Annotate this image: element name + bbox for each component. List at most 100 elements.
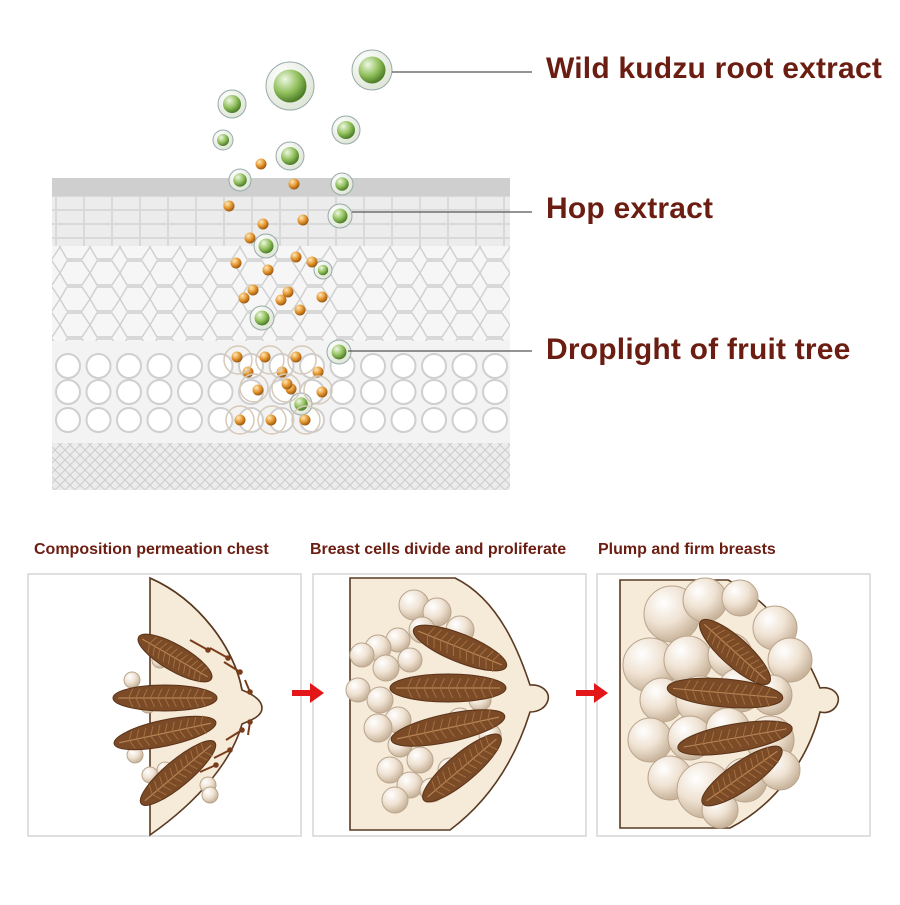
- droplet-bubble: [303, 375, 333, 405]
- mesh-tissue-layer: [52, 443, 510, 490]
- inflow-arrow: [209, 647, 229, 659]
- leaf-core: [294, 397, 308, 411]
- leaf-core: [337, 121, 355, 139]
- gland-lobe: [112, 684, 218, 712]
- inflow-arrowhead: [225, 655, 231, 661]
- droplet: [294, 304, 306, 316]
- cell-ring: [85, 379, 112, 405]
- fat-cell: [767, 637, 813, 683]
- gland-lobe: [666, 677, 784, 709]
- cell-ring: [55, 379, 81, 405]
- droplet: [299, 414, 311, 426]
- gland-lobe: [699, 619, 771, 685]
- cell-ring: [116, 379, 142, 405]
- panel-2-illustration: [345, 577, 550, 831]
- cell-ring: [146, 353, 173, 379]
- droplet: [290, 251, 302, 263]
- leaf-core: [281, 147, 299, 165]
- leaf-core: [317, 264, 329, 276]
- droplet: [255, 158, 267, 170]
- fat-cell: [721, 579, 759, 617]
- fat-cell: [201, 786, 219, 804]
- droplet: [265, 414, 277, 426]
- cell-ring: [177, 379, 203, 405]
- cell-ring: [85, 353, 112, 379]
- cell-ring: [360, 353, 386, 379]
- gland-lobe: [139, 740, 217, 806]
- leaf-core: [331, 344, 347, 360]
- cell-ring: [451, 379, 478, 405]
- skin-edge: [149, 577, 243, 691]
- inflow-arrowhead: [239, 727, 245, 733]
- leaf-core: [254, 310, 270, 326]
- cell-ring: [482, 407, 508, 433]
- panel-3-illustration: [619, 577, 840, 829]
- droplet: [316, 386, 328, 398]
- droplet: [275, 294, 287, 306]
- cell-ring: [390, 353, 417, 379]
- gland-lobe: [412, 624, 508, 672]
- droplet: [316, 291, 328, 303]
- leaf-core: [217, 134, 229, 146]
- droplet: [259, 351, 271, 363]
- inflow-arrowhead: [213, 762, 219, 768]
- droplet: [290, 351, 302, 363]
- gland-lobe: [389, 673, 507, 703]
- gland-lobe: [701, 745, 783, 807]
- cell-ring: [482, 379, 508, 405]
- step-panels: [27, 573, 871, 837]
- droplet: [231, 351, 243, 363]
- fat-cell: [345, 677, 371, 703]
- droplet-bubble: [271, 373, 301, 403]
- fat-cell: [682, 577, 728, 623]
- gland-lobe: [677, 720, 793, 756]
- cell-ring: [55, 407, 81, 433]
- droplet-bubble: [257, 405, 287, 435]
- droplet: [234, 414, 246, 426]
- cell-ring: [390, 407, 417, 433]
- droplet: [223, 200, 235, 212]
- fat-cell: [376, 756, 404, 784]
- cell-ring: [451, 407, 478, 433]
- droplet-bubble: [291, 405, 321, 435]
- gland-lobe: [422, 733, 502, 803]
- step-title-3: Plump and firm breasts: [598, 541, 776, 558]
- droplet: [281, 378, 293, 390]
- cell-ring: [85, 407, 112, 433]
- droplet: [288, 178, 300, 190]
- hexagon-cell-layer: [52, 246, 510, 341]
- inflow-arrowhead: [205, 647, 211, 653]
- label-droplight: Droplight of fruit tree: [546, 333, 851, 366]
- cell-ring: [207, 353, 234, 379]
- fat-cell: [381, 786, 409, 814]
- leaf-core: [332, 208, 348, 224]
- droplet-bubble: [287, 345, 317, 375]
- leaf-core: [223, 95, 241, 113]
- cell-ring-layer: [52, 341, 510, 443]
- cell-ring: [421, 407, 447, 433]
- step-title-1: Composition permeation chest: [34, 541, 269, 558]
- droplet: [244, 232, 256, 244]
- droplet: [282, 286, 294, 298]
- cell-ring: [329, 379, 356, 405]
- callout-lines: [348, 71, 532, 352]
- skin-cross-section: [52, 49, 510, 490]
- fat-cell: [372, 654, 400, 682]
- cell-ring: [207, 379, 234, 405]
- droplet: [257, 218, 269, 230]
- cell-ring: [207, 407, 234, 433]
- leaf-core: [233, 173, 247, 187]
- droplet-bubble: [255, 345, 285, 375]
- droplet: [297, 214, 309, 226]
- droplet: [247, 284, 259, 296]
- step-arrow-2: [576, 683, 608, 703]
- droplet-bubble: [239, 373, 269, 403]
- droplet: [238, 292, 250, 304]
- cell-ring: [329, 407, 356, 433]
- leaf-core: [335, 177, 349, 191]
- leaf-core: [258, 238, 274, 254]
- gland-lobe: [137, 633, 213, 683]
- inflow-arrow: [213, 749, 231, 759]
- cell-ring: [146, 379, 173, 405]
